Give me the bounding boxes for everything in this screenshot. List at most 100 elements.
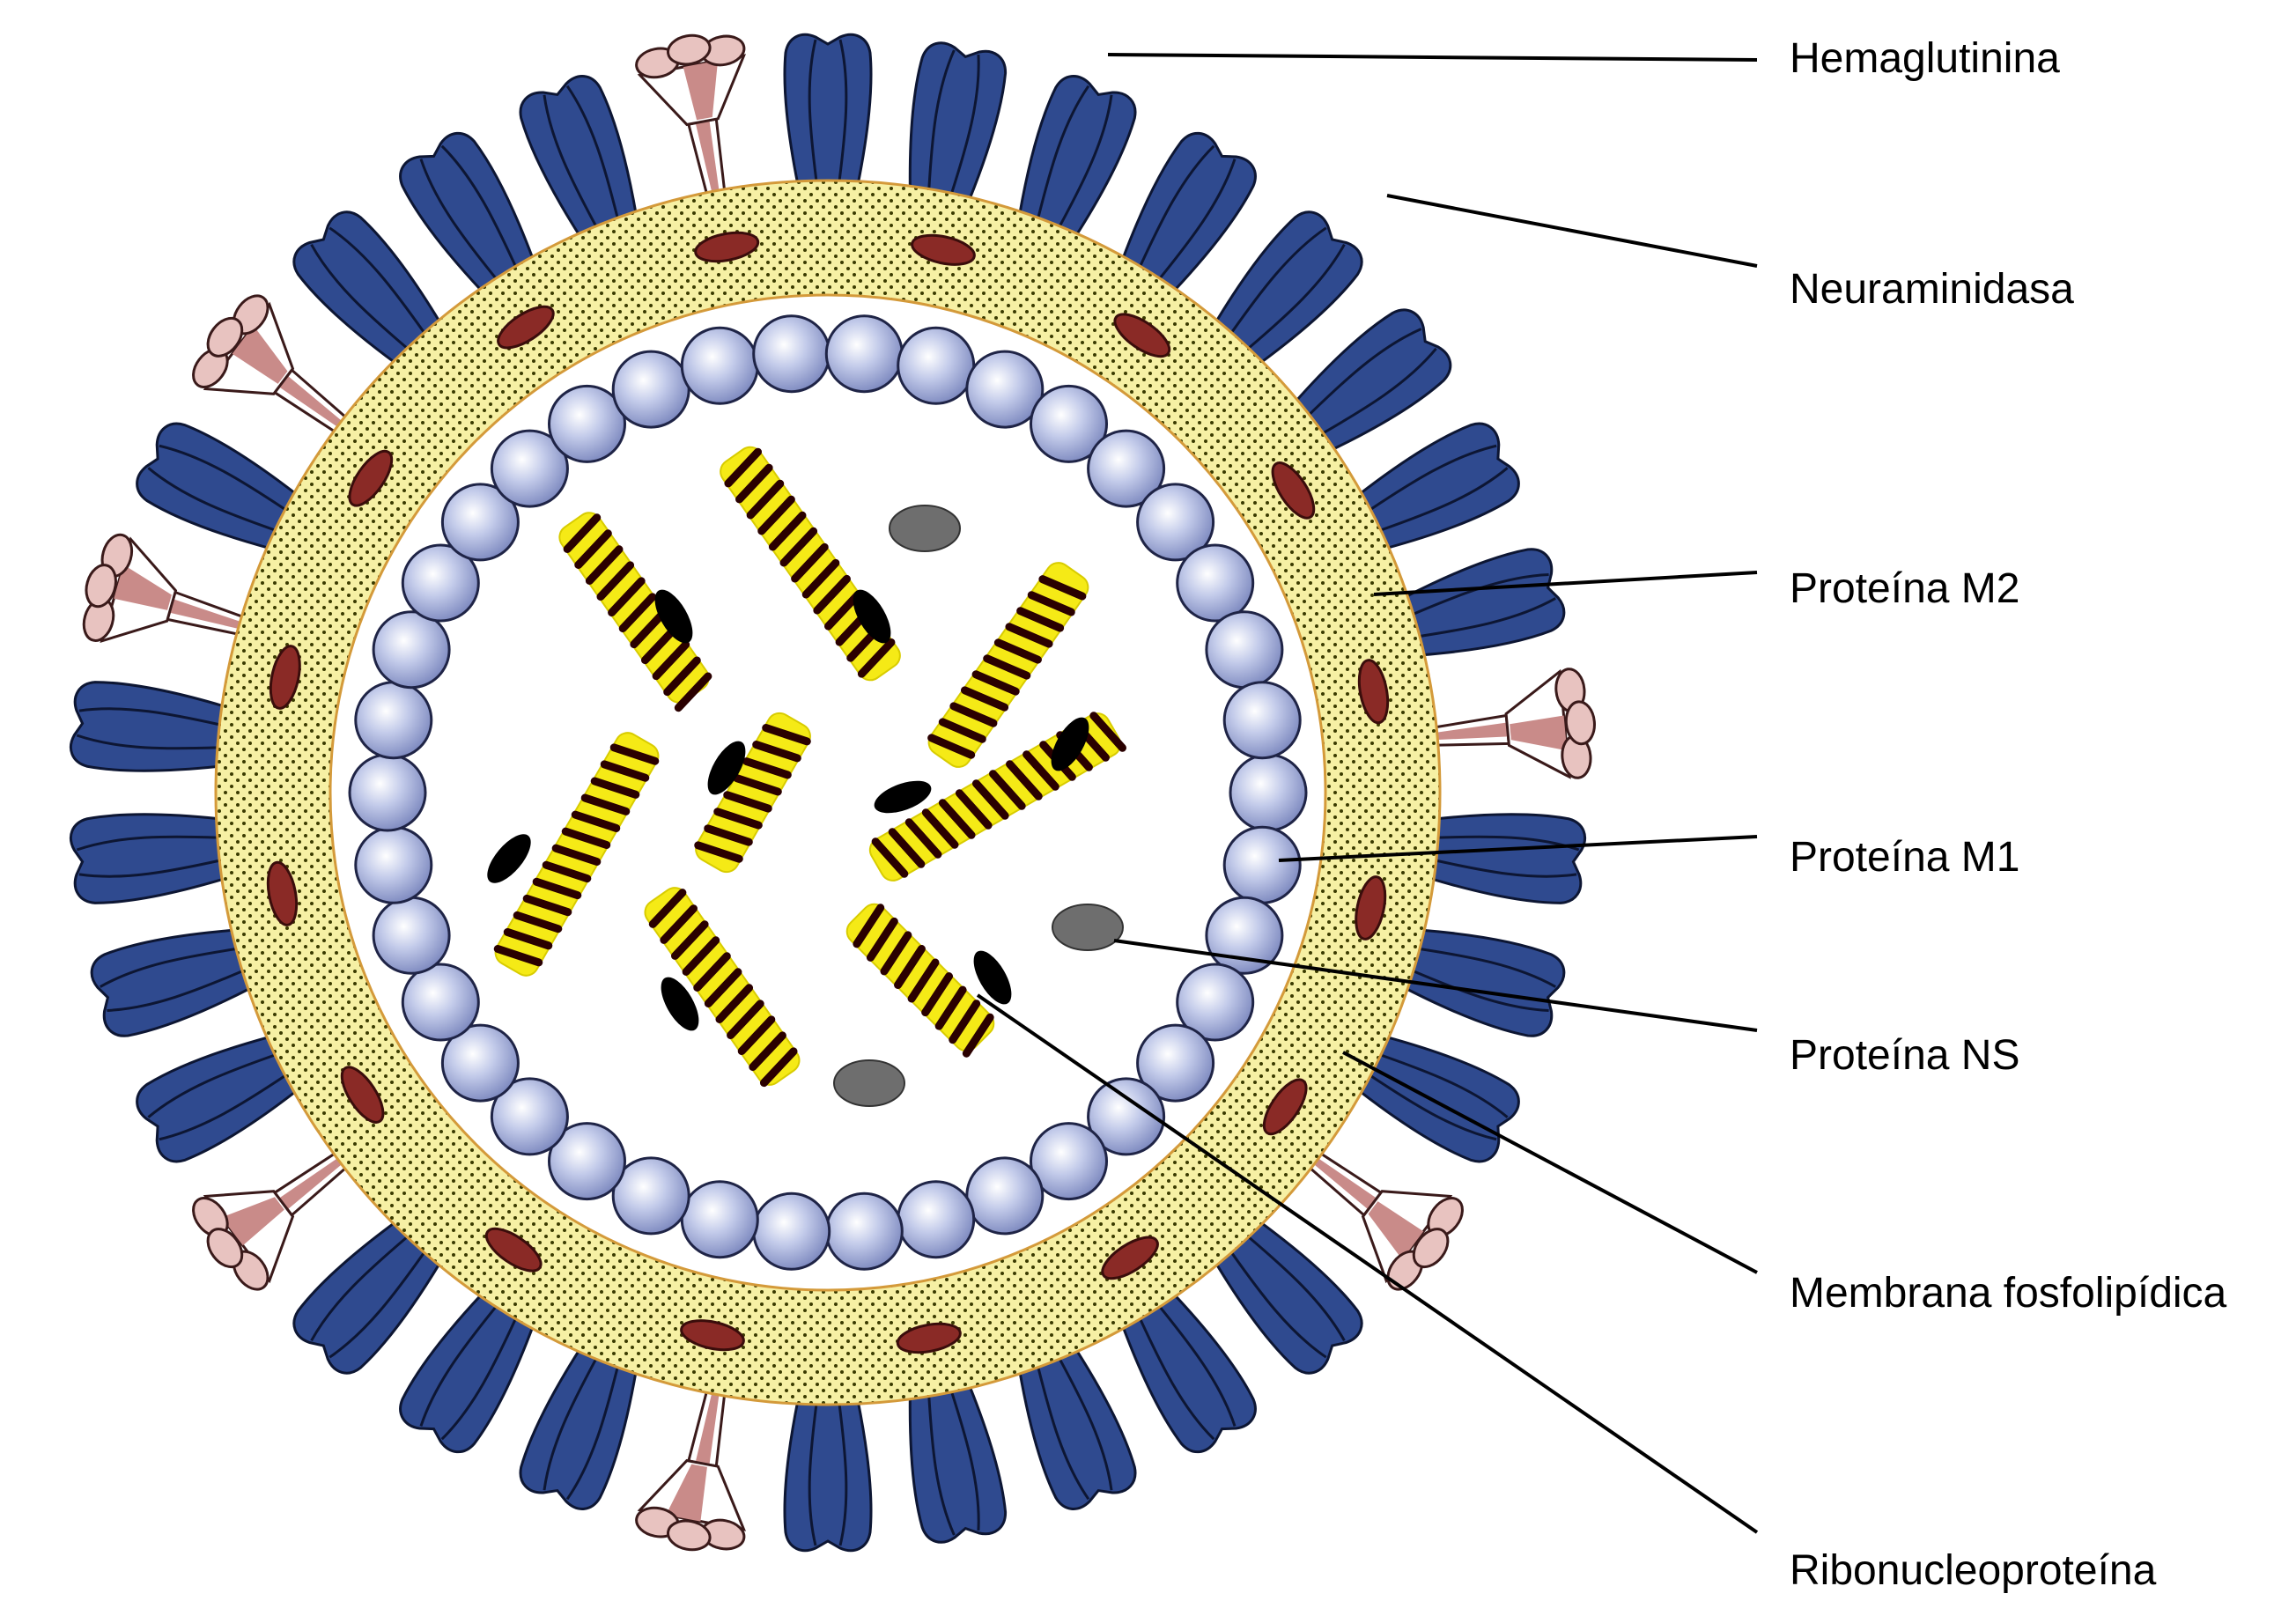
m1-protein xyxy=(372,896,451,975)
neuraminidase-spike xyxy=(631,24,771,207)
m1-protein xyxy=(548,1122,626,1201)
m1-protein xyxy=(1205,610,1284,690)
hemagglutinin-spike xyxy=(896,1380,1011,1547)
m1-protein xyxy=(490,429,569,508)
m1-protein xyxy=(1229,753,1308,832)
m1-protein xyxy=(354,681,433,760)
hemagglutinin-spike xyxy=(85,916,257,1044)
m1-protein xyxy=(824,314,904,394)
label-phospholipid-membrane: Membrana fosfolipídica xyxy=(1790,1270,2227,1317)
m1-protein xyxy=(965,350,1045,429)
m2-channel xyxy=(266,860,299,926)
hemagglutinin-spike xyxy=(783,1398,873,1553)
hemagglutinin-spike xyxy=(783,33,873,187)
hemagglutinin-spike xyxy=(896,38,1011,205)
label-neuraminidase: Neuraminidasa xyxy=(1790,266,2074,313)
m2-channel xyxy=(497,305,555,350)
label-ribonucleoprotein: Ribonucleoproteína xyxy=(1790,1547,2157,1594)
neuraminidase-spike xyxy=(631,1378,771,1561)
polymerase-complex xyxy=(487,834,531,883)
virion-core xyxy=(329,293,1327,1292)
label-ns-protein: Proteína NS xyxy=(1790,1032,2020,1079)
hemagglutinin-spike xyxy=(1399,542,1570,669)
m2-channel xyxy=(348,449,394,507)
m2-channel xyxy=(484,1227,543,1273)
m2-channel xyxy=(1271,461,1316,520)
m1-protein xyxy=(401,543,480,623)
m2-channel xyxy=(694,231,760,263)
m1-protein xyxy=(897,326,976,405)
ribonucleoprotein-segment xyxy=(694,712,811,874)
m1-protein xyxy=(1222,825,1302,904)
m1-protein xyxy=(1030,1122,1108,1201)
ribonucleoprotein-segment xyxy=(927,562,1089,768)
polymerase-complex xyxy=(1051,717,1089,771)
callout-line-hemagglutinin xyxy=(1107,53,1758,62)
m1-protein xyxy=(1176,543,1255,623)
m1-protein xyxy=(440,1023,520,1103)
ribonucleoprotein-segment xyxy=(845,903,995,1058)
m1-protein xyxy=(1136,483,1215,562)
m1-protein xyxy=(1176,963,1255,1042)
m1-protein xyxy=(372,610,451,690)
label-m1-protein: Proteína M1 xyxy=(1790,834,2020,881)
m1-protein xyxy=(548,384,626,463)
ribonucleoprotein-segment xyxy=(493,732,660,977)
m2-channel xyxy=(1357,659,1390,725)
m1-protein xyxy=(440,483,520,562)
hemagglutinin-spike xyxy=(67,678,228,781)
m1-protein xyxy=(611,1156,690,1236)
polymerase-complex xyxy=(661,977,699,1031)
callout-line-ns xyxy=(1113,939,1758,1032)
label-m2-protein: Proteína M2 xyxy=(1790,565,2020,612)
hemagglutinin-spike xyxy=(67,804,228,907)
m1-matrix-ring xyxy=(348,314,1308,1271)
m1-protein xyxy=(348,753,427,832)
m2-channel xyxy=(1355,875,1387,941)
callout-line-m2 xyxy=(1373,571,1758,596)
m1-protein xyxy=(611,350,690,429)
polymerase-complex xyxy=(707,741,746,795)
m2-channel xyxy=(340,1066,385,1124)
m1-protein xyxy=(897,1180,976,1259)
callout-line-ribonucleoprotein xyxy=(976,993,1759,1534)
m2-channel xyxy=(269,645,301,710)
callout-line-m1 xyxy=(1278,835,1758,862)
callout-line-membrane xyxy=(1342,1051,1758,1274)
m2-channel xyxy=(1101,1236,1159,1280)
m2-channel xyxy=(1262,1078,1308,1136)
m2-channels xyxy=(266,231,1390,1354)
m1-protein xyxy=(824,1192,904,1271)
internal-proteins xyxy=(487,505,1124,1107)
m1-protein xyxy=(752,314,831,394)
polymerase-complex xyxy=(973,950,1012,1005)
label-hemagglutinin: Hemaglutinina xyxy=(1790,35,2060,82)
polymerase-complex xyxy=(853,589,891,644)
polymerase-complex xyxy=(654,589,693,644)
hemagglutinin-spike xyxy=(1399,916,1570,1044)
m2-channel xyxy=(680,1319,745,1352)
callout-lines xyxy=(976,53,1759,1534)
m1-protein xyxy=(965,1156,1045,1236)
ns-protein xyxy=(1052,904,1124,951)
ribonucleoproteins xyxy=(493,446,1127,1088)
m1-protein xyxy=(680,326,759,405)
m2-channel xyxy=(1113,313,1171,358)
m1-protein xyxy=(1136,1023,1215,1103)
ribonucleoprotein-segment xyxy=(644,887,801,1088)
m2-channel xyxy=(896,1322,962,1354)
callout-line-neuraminidase xyxy=(1386,194,1758,268)
ns-protein xyxy=(889,505,961,552)
m1-protein xyxy=(680,1180,759,1259)
m1-protein xyxy=(354,825,433,904)
m2-channel xyxy=(911,233,976,266)
ribonucleoprotein-segment xyxy=(558,512,712,712)
m1-protein xyxy=(1087,429,1166,508)
polymerase-complex xyxy=(874,780,932,814)
neuraminidase-spike xyxy=(1426,666,1601,793)
ns-protein xyxy=(833,1059,905,1107)
m1-protein xyxy=(1087,1077,1166,1156)
m1-protein xyxy=(490,1077,569,1156)
